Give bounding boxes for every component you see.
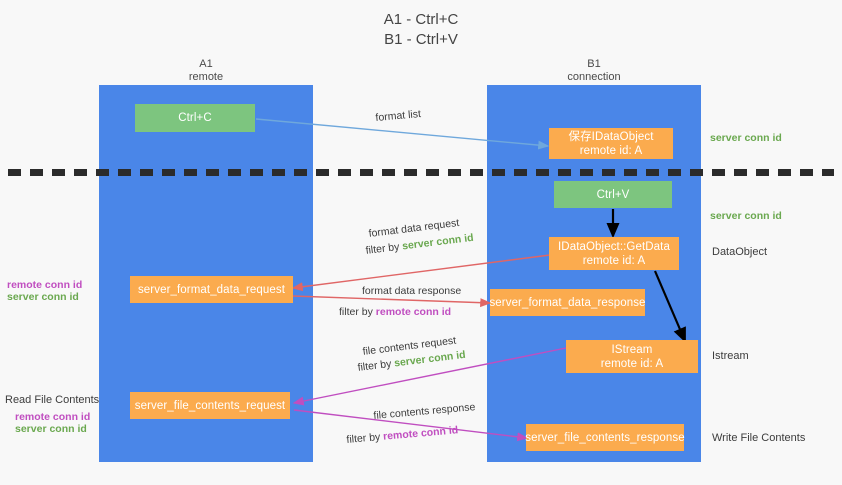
node-idataobject-getdata-line1: IDataObject::GetData (558, 240, 670, 253)
left-label-server-conn-id-low: server conn id (15, 423, 87, 435)
edge-label-file-contents-response-filter: filter by remote conn id (346, 424, 459, 447)
node-save-idataobject-line2: remote id: A (579, 144, 643, 157)
right-label-write-file-contents: Write File Contents (712, 432, 806, 444)
left-label-remote-conn-id-low: remote conn id (15, 411, 91, 423)
title-line-1: A1 - Ctrl+C (383, 11, 459, 28)
column-a1-name: A1 (199, 58, 213, 70)
diagram-title: A1 - Ctrl+C B1 - Ctrl+V (0, 10, 842, 50)
column-b1-sub: connection (567, 71, 621, 83)
node-idataobject-getdata-line2: remote id: A (582, 254, 646, 267)
filter-prefix-4: filter by (346, 430, 384, 446)
node-server-file-contents-response[interactable]: server_file_contents_response (525, 424, 685, 451)
node-istream[interactable]: IStream remote id: A (566, 340, 698, 373)
column-header-b1: B1 connection (487, 58, 701, 84)
filter-prefix-1: filter by (365, 240, 403, 257)
node-server-format-data-request[interactable]: server_format_data_request (130, 276, 293, 303)
filter-key-remote-conn-id-1: remote conn id (375, 306, 452, 318)
node-istream-line2: remote id: A (600, 357, 664, 370)
node-server-file-contents-request[interactable]: server_file_contents_request (130, 392, 290, 419)
column-a1-sub: remote (188, 71, 224, 83)
filter-key-remote-conn-id-2: remote conn id (382, 424, 459, 443)
node-server-file-contents-request-label: server_file_contents_request (134, 399, 286, 412)
column-b1-name: B1 (587, 58, 601, 70)
title-line-2: B1 - Ctrl+V (384, 31, 458, 48)
left-label-read-file-contents: Read File Contents (5, 394, 100, 406)
node-server-format-data-request-label: server_format_data_request (137, 283, 286, 296)
node-save-idataobject-line1: 保存IDataObject (568, 130, 654, 143)
node-save-idataobject[interactable]: 保存IDataObject remote id: A (549, 128, 673, 159)
filter-prefix-3: filter by (357, 357, 395, 374)
filter-prefix-2: filter by (339, 306, 376, 318)
node-server-file-contents-response-label: server_file_contents_response (525, 431, 685, 444)
edge-label-format-data-response-filter: filter by remote conn id (339, 306, 451, 319)
right-label-dataobject: DataObject (712, 246, 768, 258)
node-istream-line1: IStream (611, 343, 653, 356)
right-label-server-conn-id-2: server conn id (710, 210, 782, 222)
node-ctrl-c[interactable]: Ctrl+C (135, 104, 255, 132)
left-label-remote-conn-id-mid: remote conn id (7, 279, 83, 291)
right-label-istream: Istream (712, 350, 749, 362)
node-server-format-data-response[interactable]: server_format_data_response (489, 289, 646, 316)
node-ctrl-v[interactable]: Ctrl+V (554, 181, 672, 208)
edge-label-format-list: format list (375, 108, 422, 124)
column-header-a1: A1 remote (99, 58, 313, 84)
edge-label-file-contents-response: file contents response (373, 401, 476, 422)
node-server-format-data-response-label: server_format_data_response (489, 296, 646, 309)
phase-divider (8, 169, 834, 176)
right-label-server-conn-id-1: server conn id (710, 132, 782, 144)
edge-label-format-data-response: format data response (362, 285, 462, 297)
node-idataobject-getdata[interactable]: IDataObject::GetData remote id: A (549, 237, 679, 270)
left-label-server-conn-id-mid: server conn id (7, 291, 79, 303)
node-ctrl-v-label: Ctrl+V (596, 188, 630, 201)
node-ctrl-c-label: Ctrl+C (178, 112, 212, 124)
